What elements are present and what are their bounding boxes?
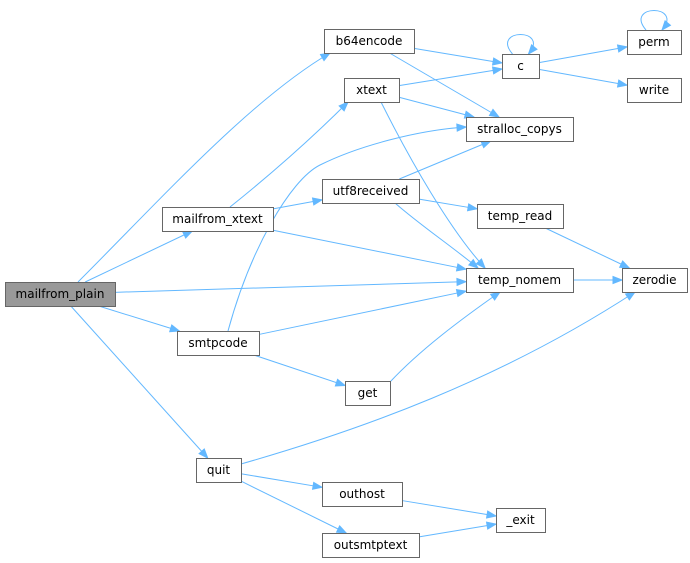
node-box[interactable] — [162, 207, 274, 232]
edge-mailfrom_plain-to-b64encode — [77, 52, 332, 283]
edge-mailfrom_plain-to-quit — [70, 305, 209, 460]
node-label: zerodie — [632, 273, 676, 287]
node-c[interactable]: c — [502, 54, 540, 79]
edge-utf8received-to-stralloc_copys — [399, 140, 492, 180]
edge-b64encode-to-stralloc_copys — [389, 52, 501, 118]
node-box[interactable] — [5, 282, 116, 307]
edge-quit-to-outsmtptext — [240, 480, 348, 534]
node-label: temp_read — [488, 209, 552, 223]
node-box[interactable] — [466, 268, 574, 293]
node-box[interactable] — [344, 78, 400, 103]
edge-mailfrom_plain-to-smtpcode — [98, 305, 181, 333]
node-perm[interactable]: perm — [627, 30, 682, 55]
node-write[interactable]: write — [627, 78, 682, 103]
node-smtpcode[interactable]: smtpcode — [177, 331, 260, 356]
node-utf8received[interactable]: utf8received — [322, 179, 420, 204]
edge-c-to-c — [507, 34, 538, 56]
node-quit[interactable]: quit — [196, 458, 242, 483]
node-box[interactable] — [322, 179, 420, 204]
edge-mailfrom_xtext-to-xtext — [229, 101, 349, 208]
node-box[interactable] — [627, 30, 682, 55]
node-label: write — [639, 83, 669, 97]
node-label: stralloc_copys — [477, 122, 562, 136]
node-label: temp_nomem — [478, 273, 561, 287]
node-box[interactable] — [345, 381, 391, 406]
node-label: xtext — [356, 83, 387, 97]
edge-quit-to-zerodie — [240, 291, 637, 465]
node-outhost[interactable]: outhost — [322, 482, 403, 507]
node-label: utf8received — [333, 184, 409, 198]
edge-c-to-perm — [538, 44, 629, 64]
edge-quit-to-outhost — [240, 473, 324, 490]
edge-mailfrom_xtext-to-temp_nomem — [272, 229, 468, 272]
nodes-layer: mailfrom_plain b64encode mailfrom_xtextsmt… — [5, 29, 688, 558]
node-box[interactable] — [622, 268, 688, 293]
edge-perm-to-perm — [640, 10, 672, 32]
edge-outsmtptext-to-_exit — [418, 521, 498, 538]
node-box[interactable] — [324, 29, 415, 54]
node-box[interactable] — [496, 508, 546, 533]
node-label: mailfrom_plain — [16, 287, 105, 301]
node-b64encode[interactable]: b64encode — [324, 29, 415, 54]
node-label: perm — [638, 35, 669, 49]
edge-xtext-to-stralloc_copys — [398, 96, 476, 119]
node-mailfrom_plain[interactable]: mailfrom_plain — [5, 282, 116, 307]
edge-mailfrom_plain-to-temp_nomem — [114, 277, 468, 293]
node-box[interactable] — [502, 54, 540, 79]
node-label: get — [358, 386, 378, 400]
node-get[interactable]: get — [345, 381, 391, 406]
node-_exit[interactable]: _exit — [496, 508, 546, 533]
node-box[interactable] — [322, 482, 403, 507]
node-box[interactable] — [466, 117, 574, 142]
node-outsmtptext[interactable]: outsmtptext — [322, 533, 420, 558]
edge-utf8received-to-temp_read — [418, 198, 479, 212]
node-label: b64encode — [336, 34, 403, 48]
edge-get-to-temp_nomem — [389, 291, 502, 383]
edge-mailfrom_xtext-to-utf8received — [272, 197, 324, 210]
edge-smtpcode-to-get — [253, 354, 347, 387]
edge-mailfrom_plain-to-mailfrom_xtext — [84, 230, 194, 283]
edges-layer — [70, 10, 672, 538]
edge-temp_read-to-zerodie — [545, 227, 631, 269]
node-stralloc_copys[interactable]: stralloc_copys — [466, 117, 574, 142]
node-xtext[interactable]: xtext — [344, 78, 400, 103]
node-temp_read[interactable]: temp_read — [477, 204, 564, 229]
edge-smtpcode-to-temp_nomem — [258, 288, 468, 335]
node-label: c — [517, 59, 524, 73]
edge-xtext-to-c — [398, 66, 504, 87]
node-label: smtpcode — [188, 336, 247, 350]
edge-utf8received-to-temp_nomem — [394, 202, 480, 269]
edge-b64encode-to-c — [413, 47, 504, 66]
edge-xtext-to-temp_nomem — [380, 101, 486, 270]
node-box[interactable] — [196, 458, 242, 483]
node-box[interactable] — [627, 78, 682, 103]
node-label: _exit — [505, 513, 535, 527]
edge-temp_nomem-to-zerodie — [573, 275, 624, 285]
edge-smtpcode-to-stralloc_copys — [227, 123, 468, 332]
node-box[interactable] — [322, 533, 420, 558]
node-label: mailfrom_xtext — [172, 212, 263, 226]
node-box[interactable] — [477, 204, 564, 229]
node-label: outsmtptext — [334, 538, 408, 552]
node-label: quit — [207, 463, 231, 477]
node-box[interactable] — [177, 331, 260, 356]
node-label: outhost — [339, 487, 385, 501]
node-temp_nomem[interactable]: temp_nomem — [466, 268, 574, 293]
edge-outhost-to-_exit — [401, 500, 498, 519]
node-mailfrom_xtext[interactable]: mailfrom_xtext — [162, 207, 274, 232]
node-zerodie[interactable]: zerodie — [622, 268, 688, 293]
edge-c-to-write — [538, 68, 629, 88]
